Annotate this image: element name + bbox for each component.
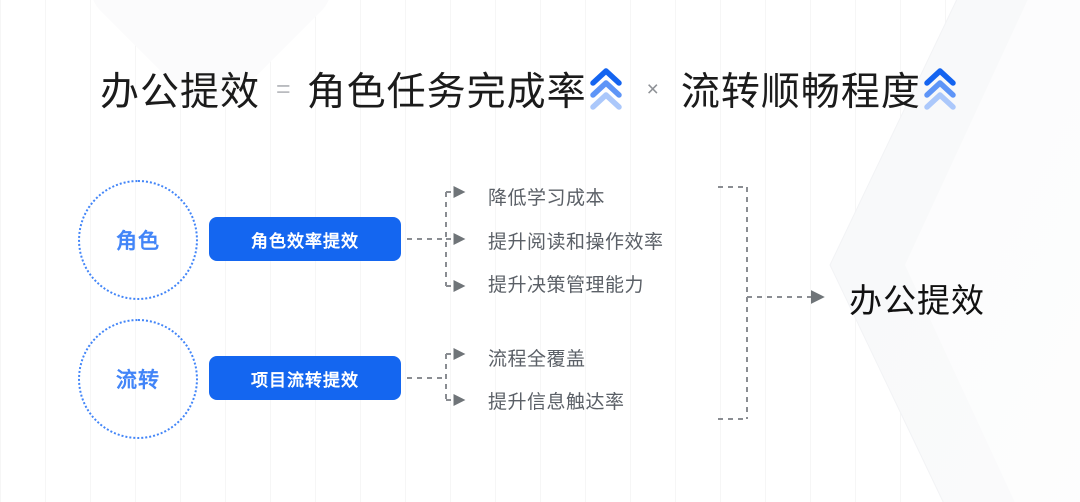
double-chevron-up-icon — [589, 66, 623, 112]
headline-multiply-operator: × — [646, 77, 659, 101]
leaf-label-flow-1: 流程全覆盖 — [488, 349, 586, 370]
group-circle-flow[interactable]: 流转 — [78, 319, 198, 439]
group-circle-role-label: 角色 — [116, 230, 160, 253]
group-circle-role[interactable]: 角色 — [78, 180, 198, 300]
leaf-label-role-1: 降低学习成本 — [488, 188, 606, 209]
leaf-label-role-3: 提升决策管理能力 — [488, 275, 645, 296]
group-circle-flow-label: 流转 — [116, 369, 160, 392]
result-label: 办公提效 — [849, 282, 985, 319]
pill-role-efficiency[interactable]: 角色效率提效 — [209, 217, 401, 261]
headline-equals-operator: = — [276, 74, 291, 103]
double-chevron-up-icon-2 — [923, 66, 957, 112]
leaf-label-role-2: 提升阅读和操作效率 — [488, 232, 664, 253]
headline-term-2: 角色任务完成率 — [306, 71, 587, 114]
headline: 办公提效 = 角色任务完成率 × 流转顺畅程度 — [100, 58, 959, 120]
headline-term-1: 办公提效 — [100, 71, 261, 114]
headline-term-3: 流转顺畅程度 — [680, 71, 921, 114]
pill-project-flow-efficiency[interactable]: 项目流转提效 — [209, 356, 401, 400]
leaf-label-flow-2: 提升信息触达率 — [488, 392, 625, 413]
